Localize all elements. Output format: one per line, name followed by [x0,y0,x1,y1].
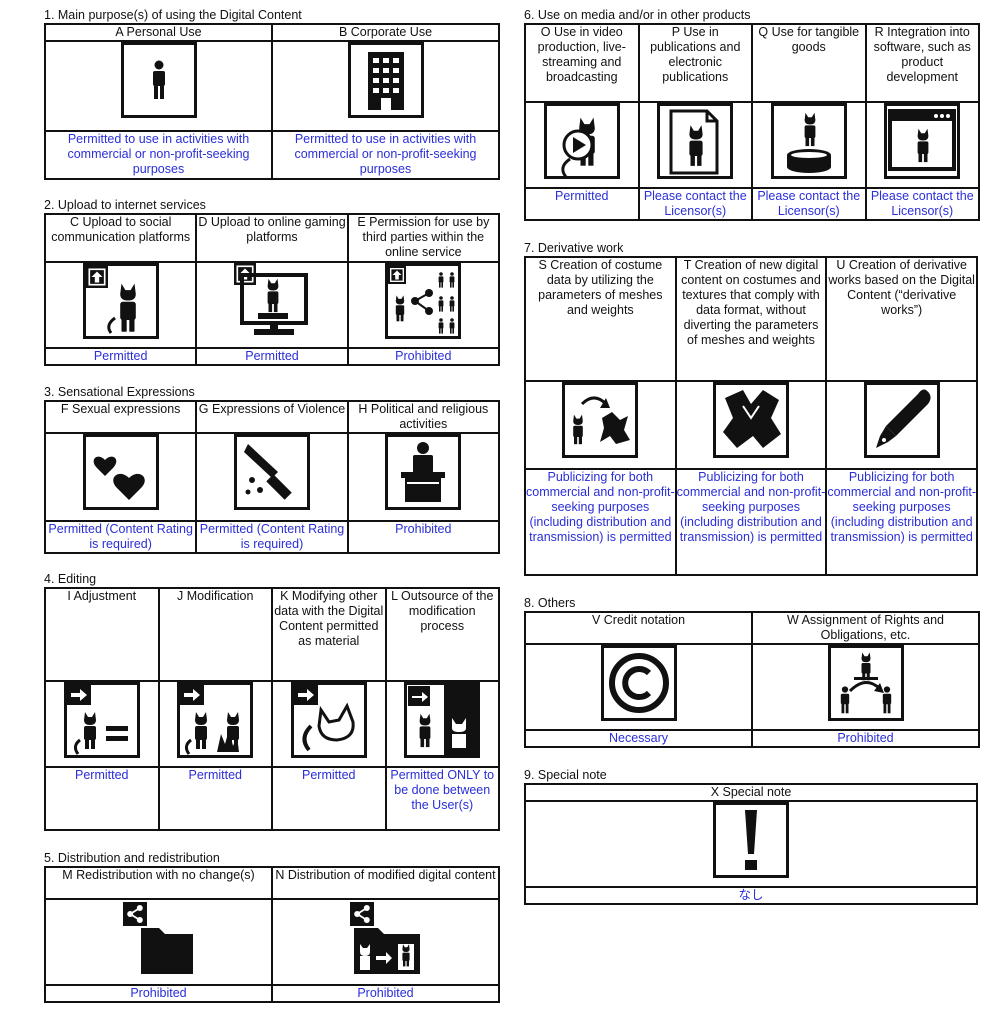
modified-distribution-icon [349,902,420,974]
item-status: Permitted [44,766,160,831]
license-table: I Adjustment J Modification K Modifying … [44,587,500,831]
redistribution-icon [122,902,193,974]
item-header: E Permission for use by third parties wi… [346,213,501,263]
modify-material-icon [290,683,367,758]
item-header: N Distribution of modified digital conte… [271,866,500,900]
item-header: U Creation of derivative works based on … [825,256,978,382]
upload-social-icon [82,264,159,339]
item-header: S Creation of costume data by utilizing … [524,256,677,382]
outsource-icon [404,683,481,758]
section-title: 6. Use on media and/or in other products [524,8,751,22]
license-table: O Use in video production, live-streamin… [524,23,980,221]
pen-nib-icon [863,383,940,458]
license-table: S Creation of costume data by utilizing … [524,256,978,576]
adjustment-icon [63,683,140,758]
knife-icon [233,435,310,510]
section-9: 9. Special note X Special note なし [524,768,978,905]
item-header: B Corporate Use [271,23,500,42]
item-status: Publicizing for both commercial and non-… [524,468,677,576]
item-status: Permitted (Content Rating is required) [43,520,198,554]
item-status: Prohibited [346,347,501,366]
section-5: 5. Distribution and redistribution M Red… [44,851,500,1003]
person-icon [120,43,197,118]
upload-gaming-icon [233,264,308,335]
item-header: C Upload to social communication platfor… [43,213,198,263]
section-title: 1. Main purpose(s) of using the Digital … [44,8,302,22]
costume-arrow-icon [562,383,639,458]
item-status: Prohibited [44,984,273,1003]
item-status: Permitted [271,766,387,831]
publication-icon [657,104,734,179]
modification-icon [177,683,254,758]
item-status: Permitted [195,347,349,366]
building-icon [347,43,424,118]
license-table: X Special note なし [524,783,978,905]
section-title: 7. Derivative work [524,241,624,255]
item-status: Prohibited [346,520,501,554]
item-status: Prohibited [751,729,980,748]
copyright-icon [600,646,677,721]
item-header: W Assignment of Rights and Obligations, … [751,611,980,645]
item-header: F Sexual expressions [43,400,198,434]
transfer-rights-icon [827,646,904,721]
section-8: 8. Others V Credit notation W Assignment… [524,596,980,748]
license-table: F Sexual expressions G Expressions of Vi… [43,400,501,554]
section-title: 8. Others [524,596,576,610]
item-status: Permitted [43,347,198,366]
item-status: Necessary [524,729,753,748]
section-title: 4. Editing [44,572,97,586]
item-header: M Redistribution with no change(s) [44,866,273,900]
section-6: 6. Use on media and/or in other products… [524,8,980,221]
item-header: Q Use for tangible goods [751,23,867,103]
item-header: X Special note [524,783,978,802]
item-status: Permitted to use in activities with comm… [271,130,500,180]
item-header: G Expressions of Violence [195,400,349,434]
section-title: 5. Distribution and redistribution [44,851,220,865]
item-status: Please contact the Licensor(s) [751,187,867,221]
item-header: H Political and religious activities [346,400,501,434]
section-4: 4. Editing I Adjustment J Modification K… [44,572,500,831]
video-play-icon [543,104,620,179]
item-header: I Adjustment [44,587,160,682]
item-status: Permitted (Content Rating is required) [195,520,349,554]
item-header: D Upload to online gaming platforms [195,213,349,263]
item-header: V Credit notation [524,611,753,645]
item-status: Permitted ONLY to be done between the Us… [384,766,500,831]
figurine-icon [770,104,847,179]
third-party-share-icon [385,264,462,339]
item-status: Publicizing for both commercial and non-… [674,468,828,576]
section-title: 9. Special note [524,768,607,782]
item-status: Permitted [524,187,640,221]
item-header: P Use in publications and electronic pub… [637,23,753,103]
software-window-icon [884,104,961,179]
item-status: Permitted [157,766,273,831]
section-title: 3. Sensational Expressions [44,385,195,399]
license-table: A Personal Use B Corporate Use [44,23,500,180]
costume-icon [712,383,789,458]
license-table: V Credit notation W Assignment of Rights… [524,611,980,748]
item-status: Please contact the Licensor(s) [864,187,980,221]
podium-speaker-icon [385,435,462,510]
section-2: 2. Upload to internet services C Upload … [43,198,501,366]
item-header: L Outsource of the modification process [384,587,500,682]
item-status: Prohibited [271,984,500,1003]
item-header: A Personal Use [44,23,273,42]
section-7: 7. Derivative work S Creation of costume… [524,241,978,576]
section-1: 1. Main purpose(s) of using the Digital … [44,8,500,180]
item-status: Please contact the Licensor(s) [637,187,753,221]
hearts-icon [82,435,159,510]
item-header: J Modification [157,587,273,682]
item-header: T Creation of new digital content on cos… [674,256,828,382]
exclamation-icon [713,803,789,878]
section-title: 2. Upload to internet services [44,198,206,212]
section-3: 3. Sensational Expressions F Sexual expr… [43,385,501,554]
license-table: C Upload to social communication platfor… [43,213,501,366]
item-status: Publicizing for both commercial and non-… [825,468,978,576]
license-table: M Redistribution with no change(s) N Dis… [44,866,500,1003]
item-status: なし [524,886,978,905]
item-header: R Integration into software, such as pro… [864,23,980,103]
item-header: O Use in video production, live-streamin… [524,23,640,103]
item-status: Permitted to use in activities with comm… [44,130,273,180]
item-header: K Modifying other data with the Digital … [271,587,387,682]
